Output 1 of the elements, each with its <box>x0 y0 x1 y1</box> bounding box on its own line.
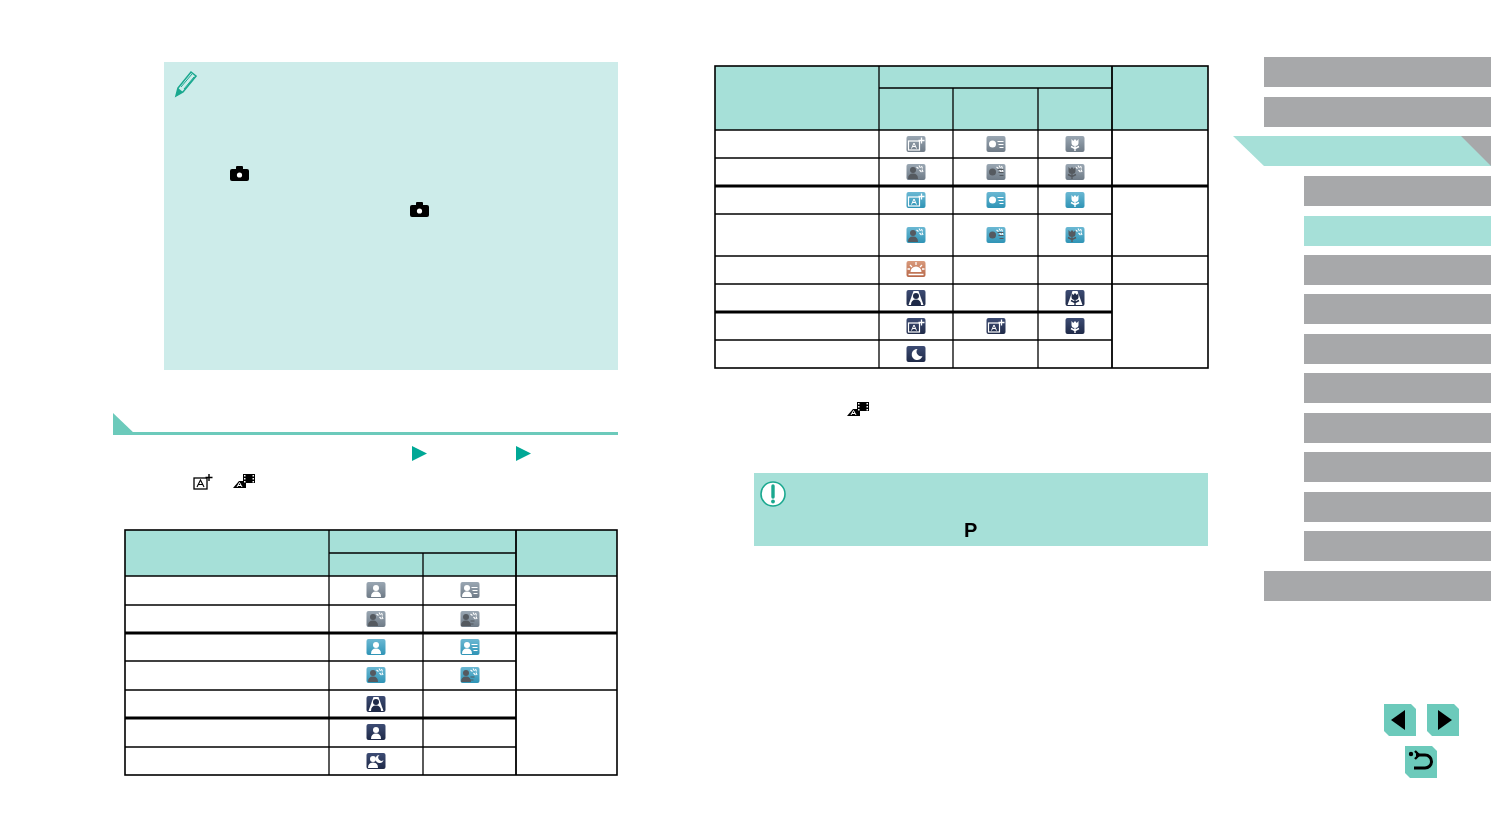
mode-letter: P <box>964 520 978 540</box>
